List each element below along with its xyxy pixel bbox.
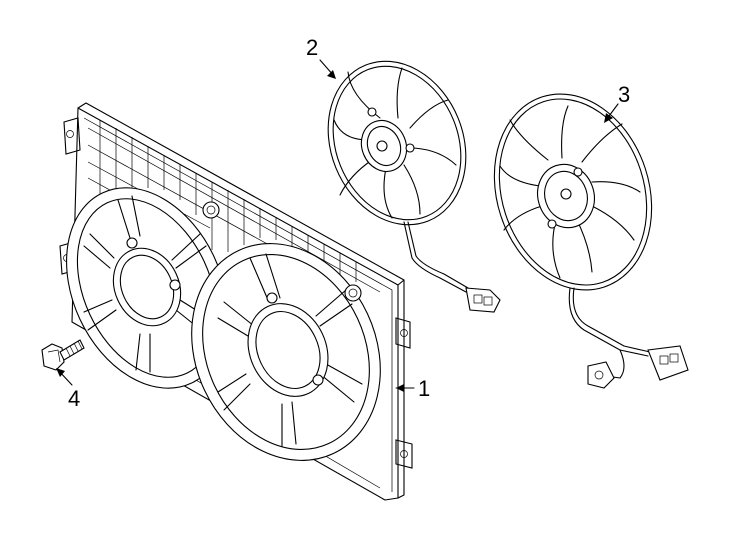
callout-3: 3 — [604, 82, 630, 123]
large-fan-motor — [493, 93, 689, 389]
callout-label-1: 1 — [418, 376, 430, 401]
callout-label-4: 4 — [68, 386, 80, 411]
callout-label-3: 3 — [618, 82, 630, 107]
callout-1: 1 — [395, 376, 430, 401]
callout-label-2: 2 — [306, 35, 318, 60]
callout-4: 4 — [56, 368, 80, 411]
fan-shroud — [59, 102, 413, 501]
callout-2: 2 — [306, 35, 336, 79]
small-fan-motor — [327, 60, 501, 313]
bolt — [41, 339, 85, 371]
